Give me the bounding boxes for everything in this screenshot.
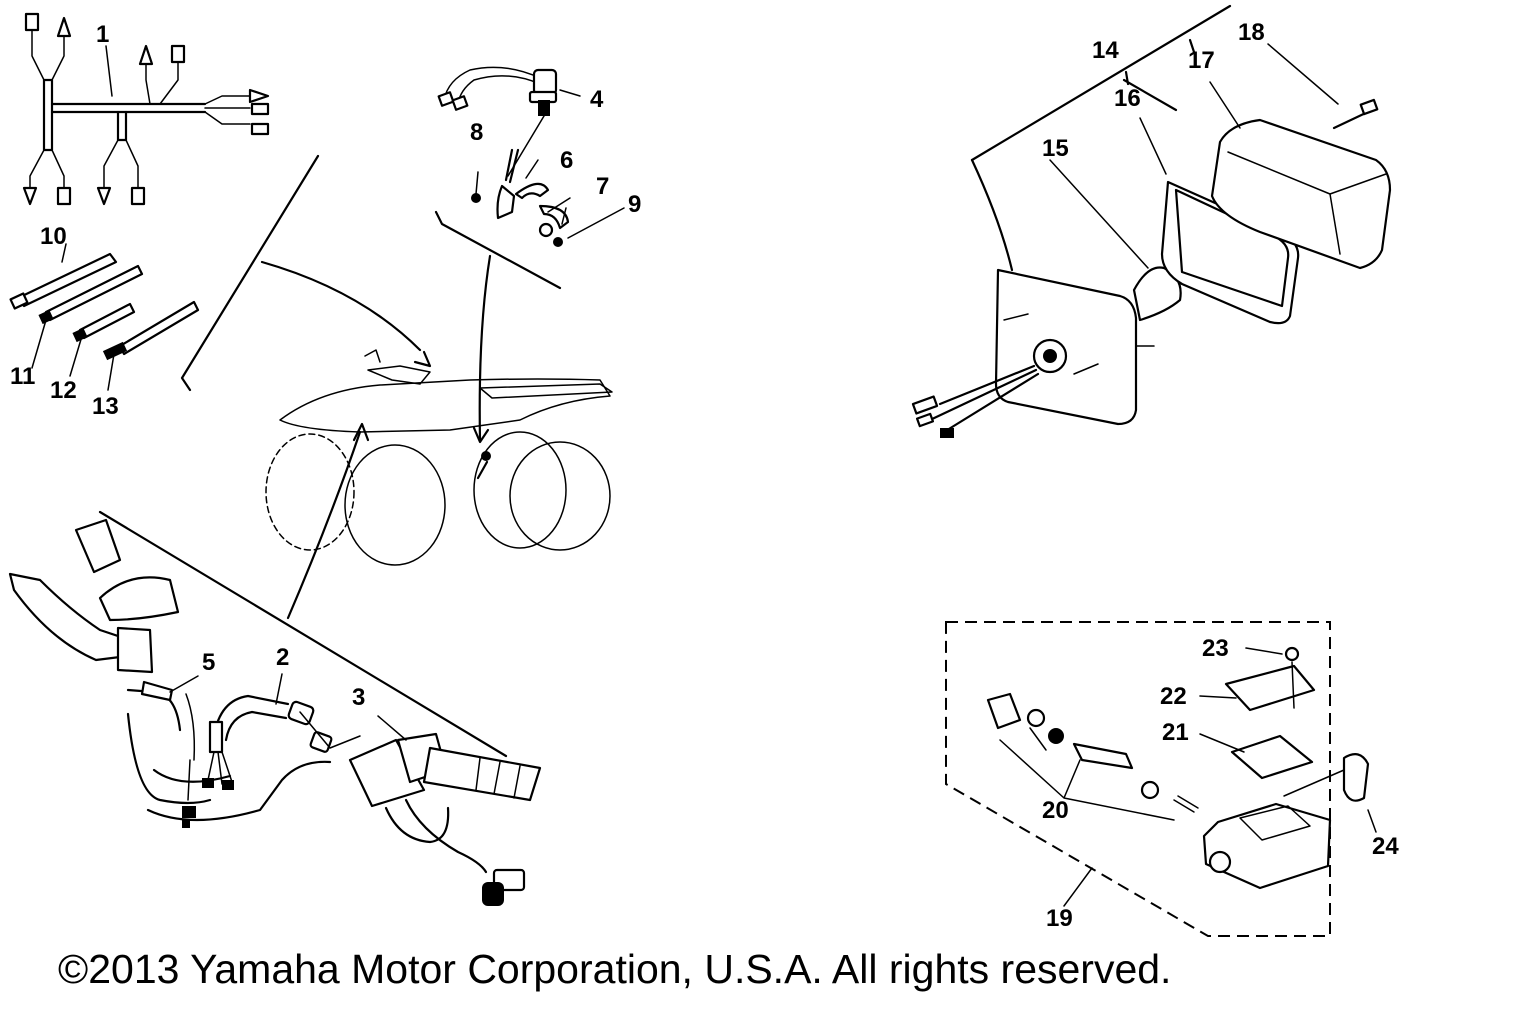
- wire-harness: [22, 12, 270, 206]
- callout-9: 9: [628, 191, 641, 218]
- leader-lines: [31, 45, 115, 391]
- callout-15: 15: [1042, 135, 1069, 162]
- callout-16: 16: [1114, 85, 1141, 112]
- callout-23: 23: [1202, 635, 1229, 662]
- callout-21: 21: [1162, 719, 1189, 746]
- atv-overview: [98, 154, 613, 758]
- callout-7: 7: [596, 173, 609, 200]
- callout-22: 22: [1160, 683, 1187, 710]
- cable-ties: [9, 252, 200, 361]
- callout-2: 2: [276, 644, 289, 671]
- callout-13: 13: [92, 393, 119, 420]
- callout-8: 8: [470, 119, 483, 146]
- callout-labels: 1 2 3 4 5 6 7 8 9 10 11 12 13 14 15 16 1…: [10, 19, 1399, 932]
- copyright-notice: ©2013 Yamaha Motor Corporation, U.S.A. A…: [58, 946, 1172, 992]
- tail-light-assembly: [911, 4, 1392, 438]
- main-switch: [437, 66, 625, 247]
- callout-14: 14: [1092, 37, 1119, 64]
- callout-20: 20: [1042, 797, 1069, 824]
- callout-11: 11: [10, 363, 35, 390]
- callout-6: 6: [560, 147, 573, 174]
- callout-1: 1: [96, 21, 109, 48]
- callout-3: 3: [352, 684, 365, 711]
- callout-24: 24: [1372, 833, 1399, 860]
- handlebar-assembly: [8, 518, 542, 906]
- callout-18: 18: [1238, 19, 1265, 46]
- callout-17: 17: [1188, 47, 1215, 74]
- callout-19: 19: [1046, 905, 1073, 932]
- callout-12: 12: [50, 377, 77, 404]
- callout-5: 5: [202, 649, 215, 676]
- callout-4: 4: [590, 86, 604, 113]
- callout-10: 10: [40, 223, 67, 250]
- master-cylinder-assembly: [945, 621, 1377, 937]
